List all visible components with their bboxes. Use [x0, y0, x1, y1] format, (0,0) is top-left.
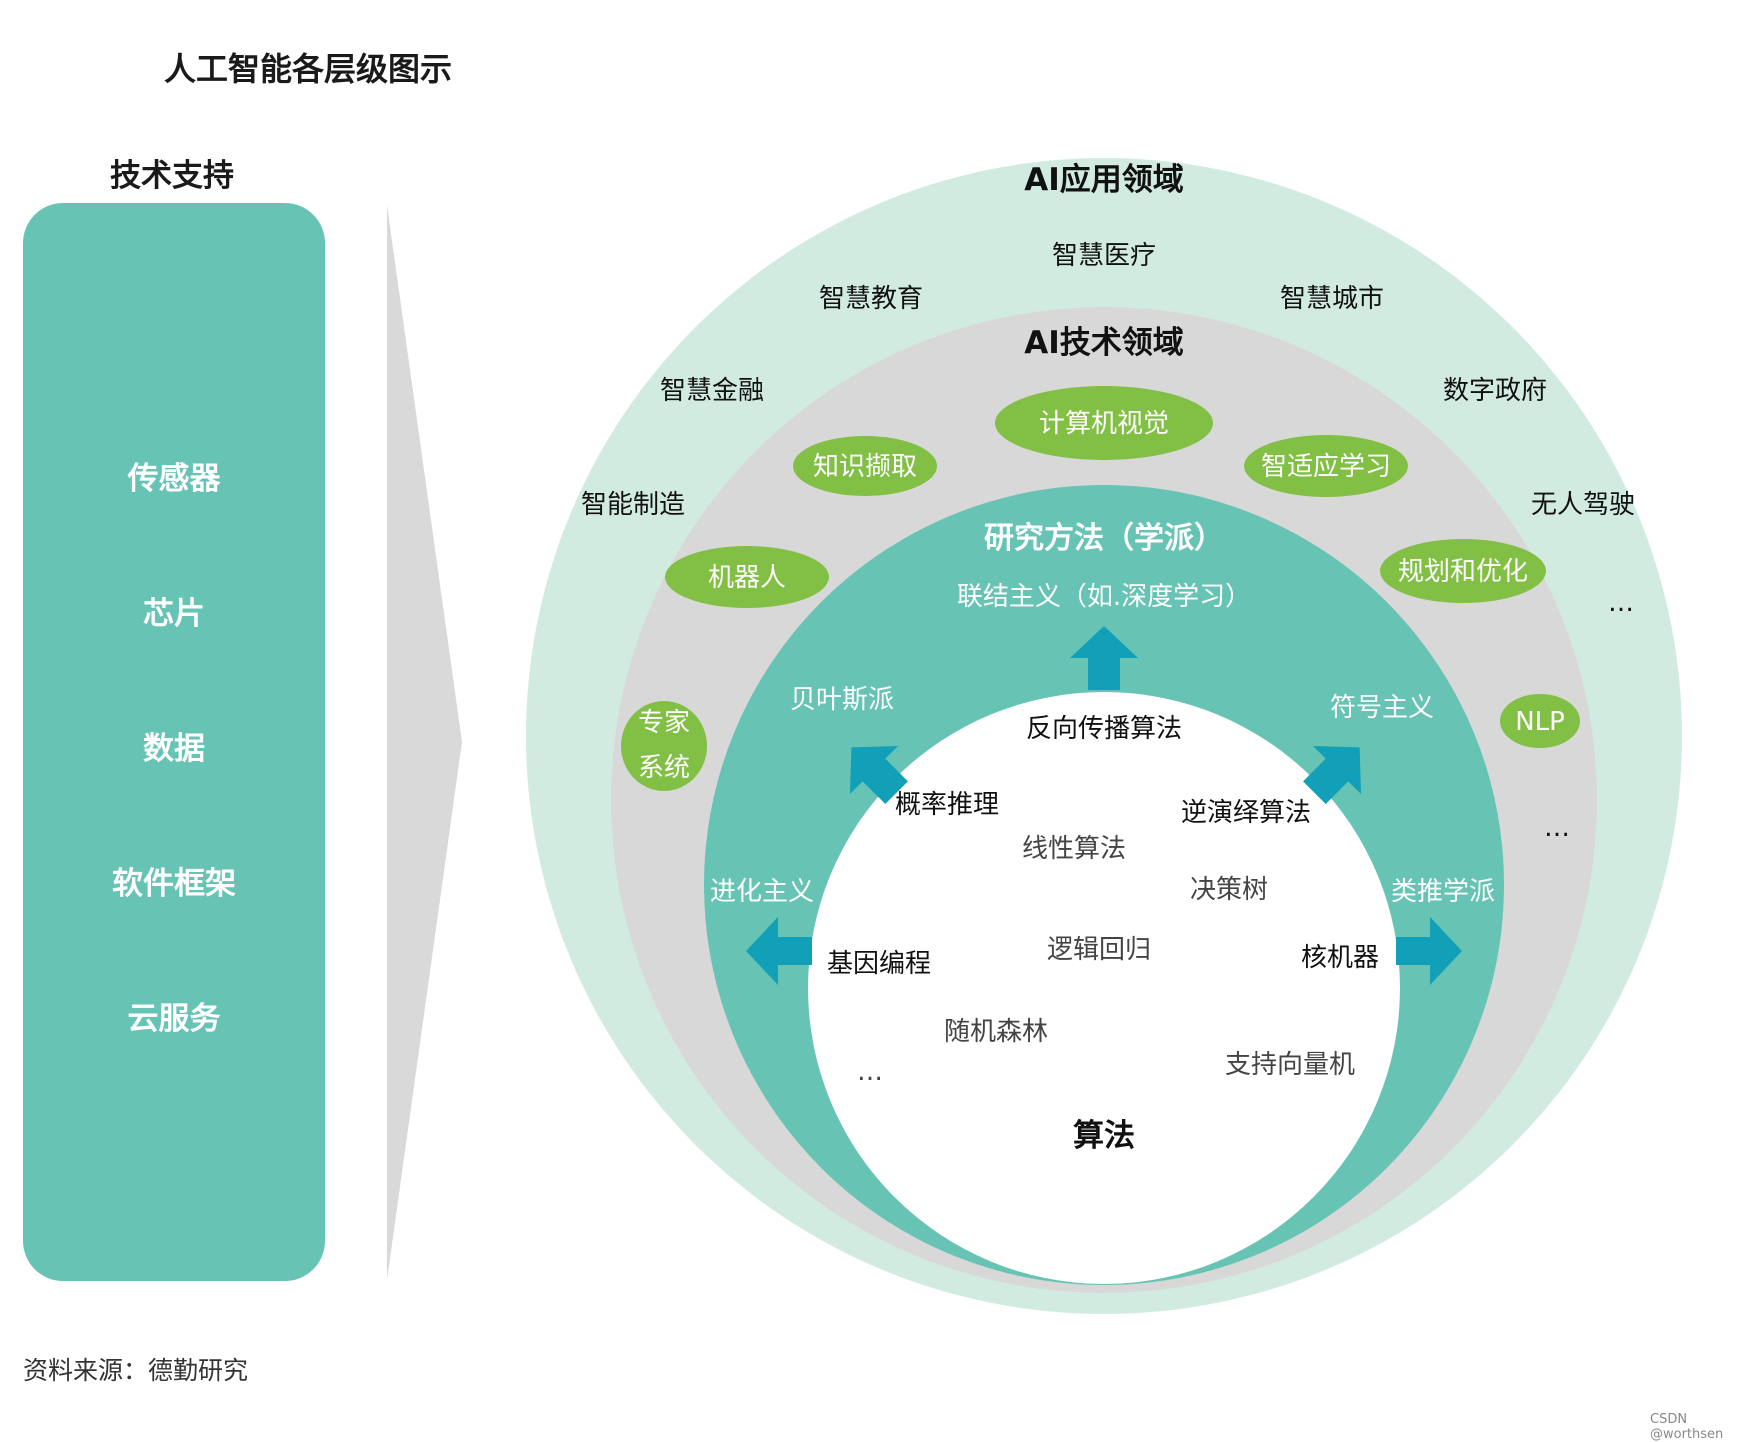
algo-item-linear: 线性算法: [1022, 834, 1126, 864]
research-item-symbolism: 符号主义: [1330, 693, 1434, 723]
arrow-up-right: [1303, 745, 1362, 804]
research-item-evolutionism: 进化主义: [710, 877, 814, 907]
page-title: 人工智能各层级图示: [164, 50, 453, 88]
research-title: 研究方法（学派）: [984, 521, 1224, 556]
tech-item-sensor: 传感器: [127, 461, 221, 497]
app-item-finance: 智慧金融: [660, 376, 764, 406]
app-item-education: 智慧教育: [819, 284, 923, 314]
tech-ellipse-computer-vision: [995, 386, 1213, 460]
research-item-analogizers: 类推学派: [1391, 877, 1495, 907]
tech-ellipse-knowledge: [793, 436, 937, 496]
arrow-up-left: [849, 745, 908, 804]
tech-ellipse-expert-system: [621, 701, 707, 791]
tech-domain-title: AI技术领域: [1024, 325, 1184, 361]
app-item-more: …: [1608, 588, 1634, 618]
algo-item-inverse-deduction: 逆演绎算法: [1181, 798, 1311, 828]
app-item-healthcare: 智慧医疗: [1052, 241, 1156, 271]
tech-item-more: …: [1544, 813, 1570, 843]
tech-item-nlp: NLP: [1515, 707, 1565, 737]
tech-item-software-framework: 软件框架: [112, 866, 236, 902]
tech-support-title: 技术支持: [110, 158, 234, 194]
tech-item-chip: 芯片: [143, 596, 205, 632]
tech-item-planning: 规划和优化: [1398, 557, 1528, 587]
tech-item-data: 数据: [143, 731, 205, 767]
app-item-autonomous-driving: 无人驾驶: [1531, 490, 1635, 520]
tech-item-computer-vision: 计算机视觉: [1039, 409, 1169, 439]
tech-ellipse-nlp: [1500, 694, 1580, 748]
algo-item-random-forest: 随机森林: [944, 1017, 1048, 1047]
research-item-connectionism: 联结主义（如.深度学习）: [957, 582, 1251, 612]
algo-item-probabilistic-inference: 概率推理: [895, 790, 999, 820]
app-item-manufacturing: 智能制造: [581, 490, 685, 520]
research-item-bayesian: 贝叶斯派: [790, 685, 894, 715]
watermark: CSDN @worthsen: [1650, 1412, 1724, 1442]
tech-ellipse-adaptive-learning: [1244, 435, 1408, 497]
algo-item-svm: 支持向量机: [1225, 1050, 1355, 1080]
algo-item-decision-tree: 决策树: [1190, 875, 1268, 905]
tech-ellipse-robot: [665, 546, 829, 608]
arrow-left: [746, 917, 812, 985]
app-domain-title: AI应用领域: [1024, 162, 1184, 198]
algo-item-logistic-regression: 逻辑回归: [1047, 935, 1151, 965]
app-item-city: 智慧城市: [1280, 284, 1384, 314]
algorithms-title: 算法: [1073, 1118, 1135, 1154]
tech-item-system: 系统: [638, 753, 690, 783]
tech-item-cloud-service: 云服务: [127, 1001, 221, 1037]
tech-item-expert: 专家: [638, 708, 690, 738]
tech-item-knowledge: 知识撷取: [813, 452, 917, 482]
tech-support-panel: 传感器 芯片 数据 软件框架 云服务: [23, 203, 325, 1281]
algo-item-backprop: 反向传播算法: [1026, 714, 1182, 744]
tech-item-robot: 机器人: [708, 563, 786, 593]
algo-item-more: …: [857, 1057, 883, 1087]
app-item-government: 数字政府: [1443, 376, 1547, 406]
tech-item-adaptive-learning: 智适应学习: [1261, 452, 1391, 482]
support-arrow: [387, 205, 462, 1280]
source-note: 资料来源：德勤研究: [23, 1356, 249, 1385]
algo-item-genetic-programming: 基因编程: [827, 949, 931, 979]
center-algorithms: [808, 692, 1400, 1284]
arrow-right: [1396, 917, 1462, 985]
algo-item-kernel-machines: 核机器: [1301, 943, 1379, 973]
arrow-up: [1070, 626, 1138, 690]
tech-ellipse-planning: [1380, 539, 1546, 603]
